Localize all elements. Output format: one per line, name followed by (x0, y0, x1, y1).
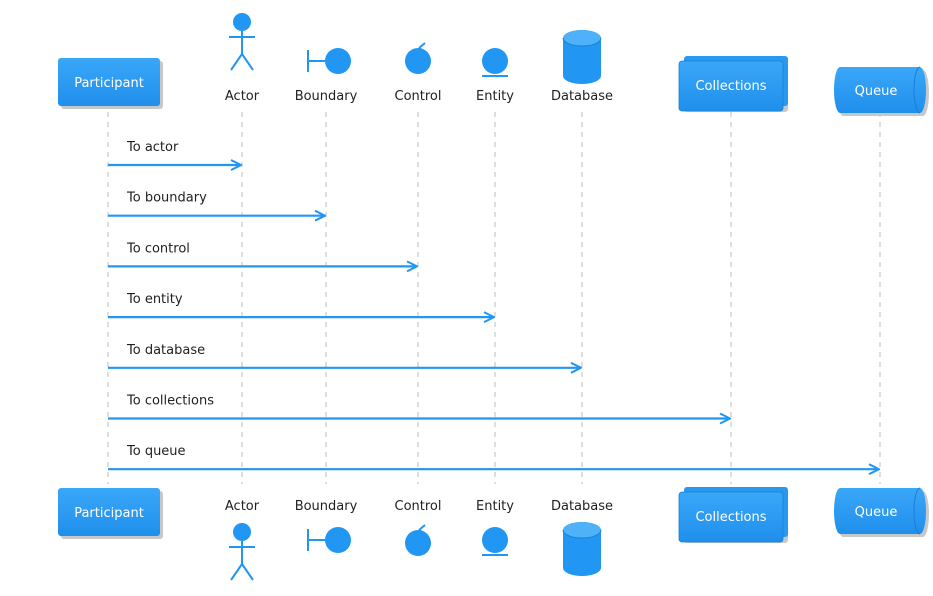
participant-label: Participant (74, 506, 144, 521)
message-queue: To queue (108, 444, 879, 469)
actor-icon (229, 523, 255, 581)
boundary-label: Boundary (295, 499, 358, 514)
database-head-top: Database (551, 30, 613, 104)
collections-head-top: Collections (678, 56, 788, 112)
actor-head-bottom: Actor (225, 499, 260, 581)
message-label: To boundary (126, 191, 207, 206)
boundary-head-bottom: Boundary (295, 499, 358, 553)
participant-head-bottom: Participant (58, 488, 163, 539)
entity-icon (482, 48, 508, 77)
message-actor: To actor (108, 140, 241, 165)
boundary-head-top: Boundary (295, 48, 358, 104)
control-label: Control (395, 89, 442, 104)
actor-icon (229, 13, 255, 71)
message-control: To control (108, 241, 417, 266)
actor-head-top: Actor (225, 13, 260, 104)
queue-head-bottom: Queue (834, 487, 929, 537)
message-collections: To collections (108, 394, 730, 419)
collections-label: Collections (695, 510, 766, 525)
boundary-label: Boundary (295, 89, 358, 104)
boundary-icon (307, 527, 351, 553)
message-entity: To entity (108, 292, 494, 317)
message-database: To database (108, 343, 581, 368)
collections-head-bottom: Collections (678, 487, 788, 543)
entity-head-bottom: Entity (476, 499, 514, 556)
boundary-icon (307, 48, 351, 74)
entity-label: Entity (476, 89, 514, 104)
message-boundary: To boundary (108, 191, 325, 216)
actor-label: Actor (225, 89, 260, 104)
control-icon (405, 524, 431, 556)
participant-label: Participant (74, 76, 144, 91)
queue-label: Queue (855, 84, 898, 99)
collections-label: Collections (695, 79, 766, 94)
database-icon (562, 30, 602, 84)
participant-head-top: Participant (58, 58, 163, 109)
message-label: To control (126, 241, 190, 256)
message-label: To database (126, 343, 205, 358)
control-head-top: Control (395, 42, 442, 104)
database-icon (562, 522, 602, 576)
message-label: To queue (126, 444, 186, 459)
control-icon (405, 42, 431, 74)
entity-head-top: Entity (476, 48, 514, 104)
actor-label: Actor (225, 499, 260, 514)
entity-label: Entity (476, 499, 514, 514)
entity-icon (482, 527, 508, 556)
message-label: To actor (126, 140, 179, 155)
database-label: Database (551, 89, 613, 104)
control-label: Control (395, 499, 442, 514)
database-head-bottom: Database (551, 499, 613, 576)
message-label: To collections (126, 394, 214, 409)
queue-label: Queue (855, 505, 898, 520)
message-label: To entity (126, 292, 183, 307)
database-label: Database (551, 499, 613, 514)
queue-head-top: Queue (834, 66, 929, 116)
control-head-bottom: Control (395, 499, 442, 556)
